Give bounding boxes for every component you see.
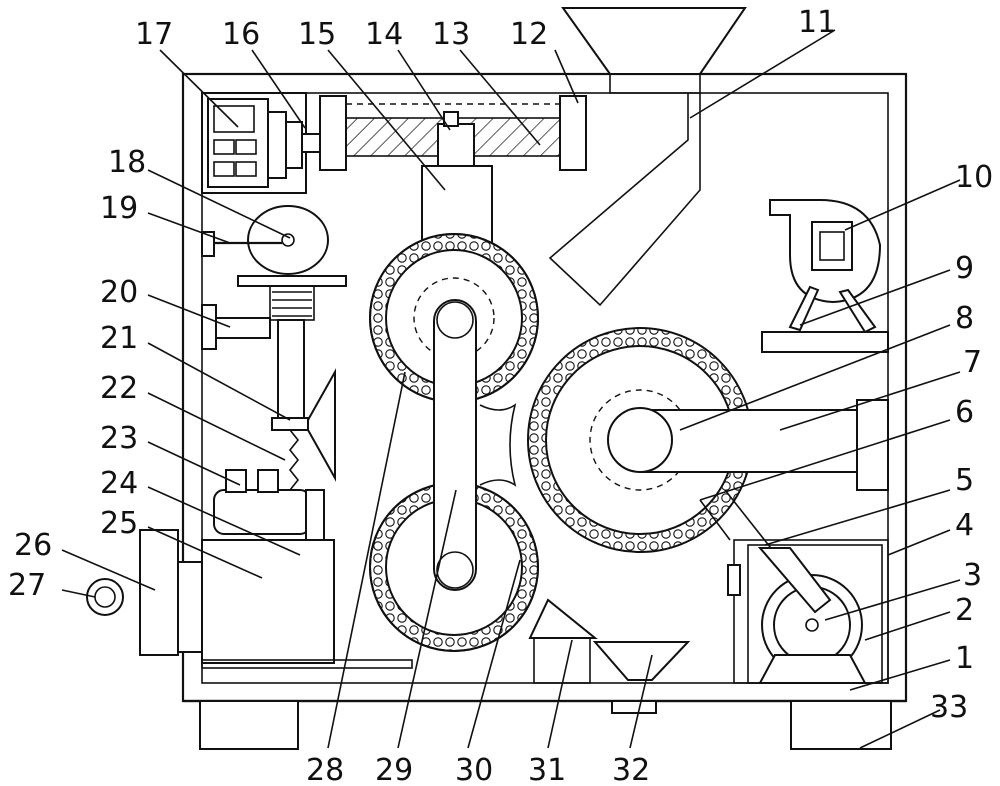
label-33: 33 — [930, 690, 968, 725]
blower — [761, 199, 889, 353]
label-11: 11 — [798, 5, 836, 40]
label-1: 1 — [955, 641, 974, 676]
label-6: 6 — [955, 395, 974, 430]
label-22: 22 — [100, 371, 138, 406]
leader-lines — [61, 29, 961, 749]
guide-tube — [421, 165, 493, 247]
label-13: 13 — [432, 17, 470, 52]
label-31: 31 — [528, 753, 566, 786]
label-4: 4 — [955, 508, 974, 543]
drive-belt — [433, 299, 477, 591]
grinding-wheel — [527, 327, 889, 553]
outlet-hoppers — [528, 598, 691, 684]
label-5: 5 — [955, 463, 974, 498]
label-9: 9 — [955, 251, 974, 286]
label-12: 12 — [510, 17, 548, 52]
label-30: 30 — [455, 753, 493, 786]
label-14: 14 — [365, 17, 403, 52]
label-2: 2 — [955, 593, 974, 628]
label-24: 24 — [100, 466, 138, 501]
label-15: 15 — [298, 17, 336, 52]
label-19: 19 — [100, 191, 138, 226]
label-20: 20 — [100, 275, 138, 310]
label-23: 23 — [100, 421, 138, 456]
label-21: 21 — [100, 321, 138, 356]
label-8: 8 — [955, 301, 974, 336]
label-16: 16 — [222, 17, 260, 52]
label-26: 26 — [14, 528, 52, 563]
label-10: 10 — [955, 160, 993, 195]
support-feet — [199, 700, 892, 750]
label-32: 32 — [612, 753, 650, 786]
label-29: 29 — [375, 753, 413, 786]
label-18: 18 — [108, 145, 146, 180]
label-25: 25 — [100, 506, 138, 541]
label-28: 28 — [306, 753, 344, 786]
part-labels: 1 2 3 4 5 6 7 8 9 10 11 12 13 14 15 16 1… — [8, 5, 993, 786]
label-3: 3 — [963, 558, 982, 593]
label-17: 17 — [135, 17, 173, 52]
feed-hopper — [548, 7, 747, 307]
label-7: 7 — [963, 345, 982, 380]
label-27: 27 — [8, 568, 46, 603]
bottom-motor — [699, 489, 889, 684]
top-screw-drive — [201, 92, 587, 194]
